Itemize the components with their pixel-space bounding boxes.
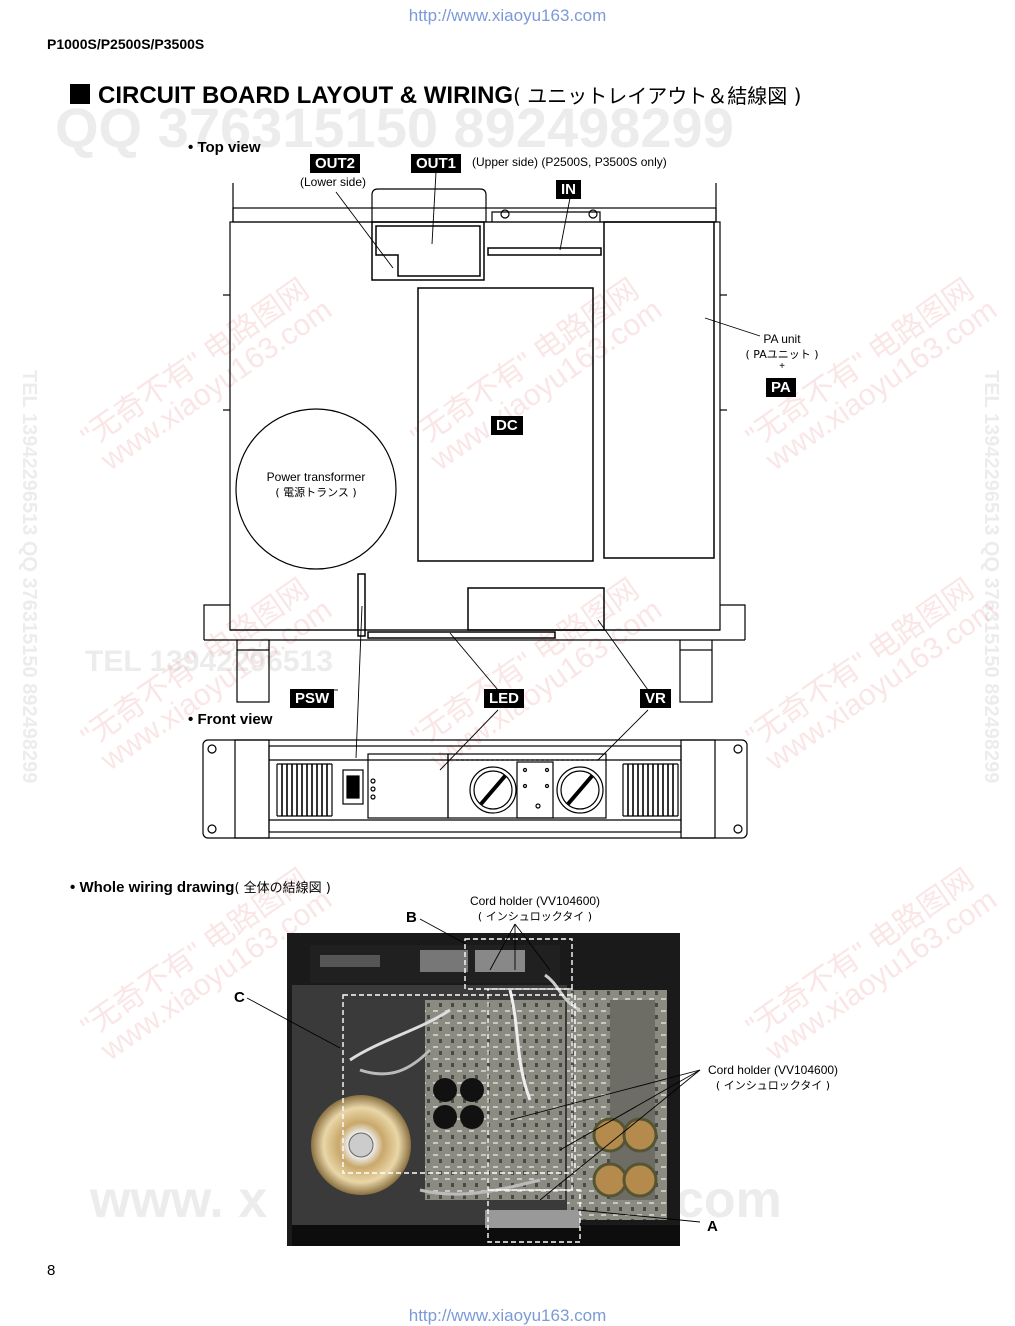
watermark-www: www. x [90,1171,268,1229]
top-view-chassis [203,183,746,703]
cord-holder-1-text: Cord holder (VV104600) [469,894,601,908]
photo-leaders [246,918,701,1223]
plus-icon: + [779,361,785,372]
model-number: P1000S/P2500S/P3500S [47,36,205,52]
watermark-com: com [675,1171,782,1229]
title-jp: ( ユニットレイアウト＆結線図 ) [513,84,802,108]
pa-unit-label: PA unit ( PAユニット ) + [736,332,828,372]
page-title: CIRCUIT BOARD LAYOUT & WIRING( ユニットレイアウト… [70,80,801,110]
wiring-photo [287,933,680,1246]
out2-tag: OUT2 [310,154,361,173]
bullet-icon: • [70,879,76,896]
transformer-label: Power transformer ( 電源トランス ) [256,470,376,500]
watermark-qq: QQ 376315150 892498299 [55,96,734,159]
front-view-label: • Front view [188,711,272,728]
letter-c: C [234,989,245,1006]
wiring-label: • Whole wiring drawing( 全体の結線図 ) [70,877,331,896]
cord-holder-1-jp: ( インシュロックタイ ) [477,910,593,923]
square-bullet-icon [70,84,90,104]
letter-b: B [406,909,417,926]
out1-tag: OUT1 [411,154,462,173]
transformer-jp: ( 電源トランス ) [275,486,357,499]
pa-unit-text: PA unit [763,332,801,346]
wiring-jp: ( 全体の結線図 ) [234,881,331,896]
vr-tag: VR [640,689,671,708]
letter-a: A [707,1218,718,1235]
bullet-icon: • [188,139,194,156]
cord-holder-label-1: Cord holder (VV104600) ( インシュロックタイ ) [460,894,610,924]
front-view-text: Front view [197,711,273,728]
led-tag: LED [484,689,524,708]
pa-unit-jp: ( PAユニット ) [745,348,819,361]
cord-holder-label-2: Cord holder (VV104600) ( インシュロックタイ ) [698,1063,848,1093]
psw-tag: PSW [290,689,335,708]
cord-holder-2-jp: ( インシュロックタイ ) [715,1079,831,1092]
pa-tag: PA [766,378,796,397]
bullet-icon: • [188,711,194,728]
in-tag: IN [556,180,581,199]
transformer-text: Power transformer [266,470,366,484]
top-view-leaders [334,171,761,771]
front-view-panel [202,739,748,839]
header-url[interactable]: http://www.xiaoyu163.com [408,6,607,25]
title-text: CIRCUIT BOARD LAYOUT & WIRING [98,82,514,109]
out2-note: (Lower side) [300,175,367,189]
footer-url[interactable]: http://www.xiaoyu163.com [408,1306,607,1325]
top-view-label: • Top view [188,139,261,156]
watermark-tel: TEL 13942296513 [85,645,333,678]
out1-note: (Upper side) (P2500S, P3500S only) [472,155,667,169]
page-number: 8 [47,1262,56,1279]
cord-holder-2-text: Cord holder (VV104600) [707,1063,839,1077]
wiring-text: Whole wiring drawing [79,879,235,896]
top-view-text: Top view [197,139,261,156]
dc-tag: DC [491,416,523,435]
